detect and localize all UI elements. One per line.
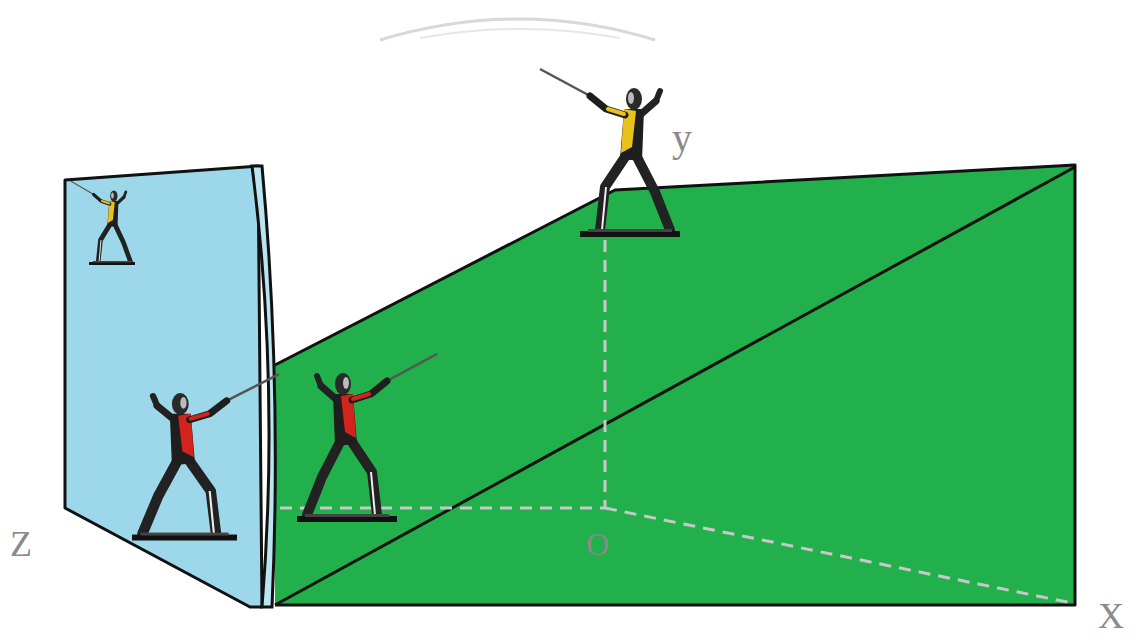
axis-label: O bbox=[586, 528, 609, 560]
axis-label: X bbox=[1098, 598, 1124, 634]
axis-label: y bbox=[672, 118, 692, 158]
axis-label: Z bbox=[10, 526, 32, 562]
